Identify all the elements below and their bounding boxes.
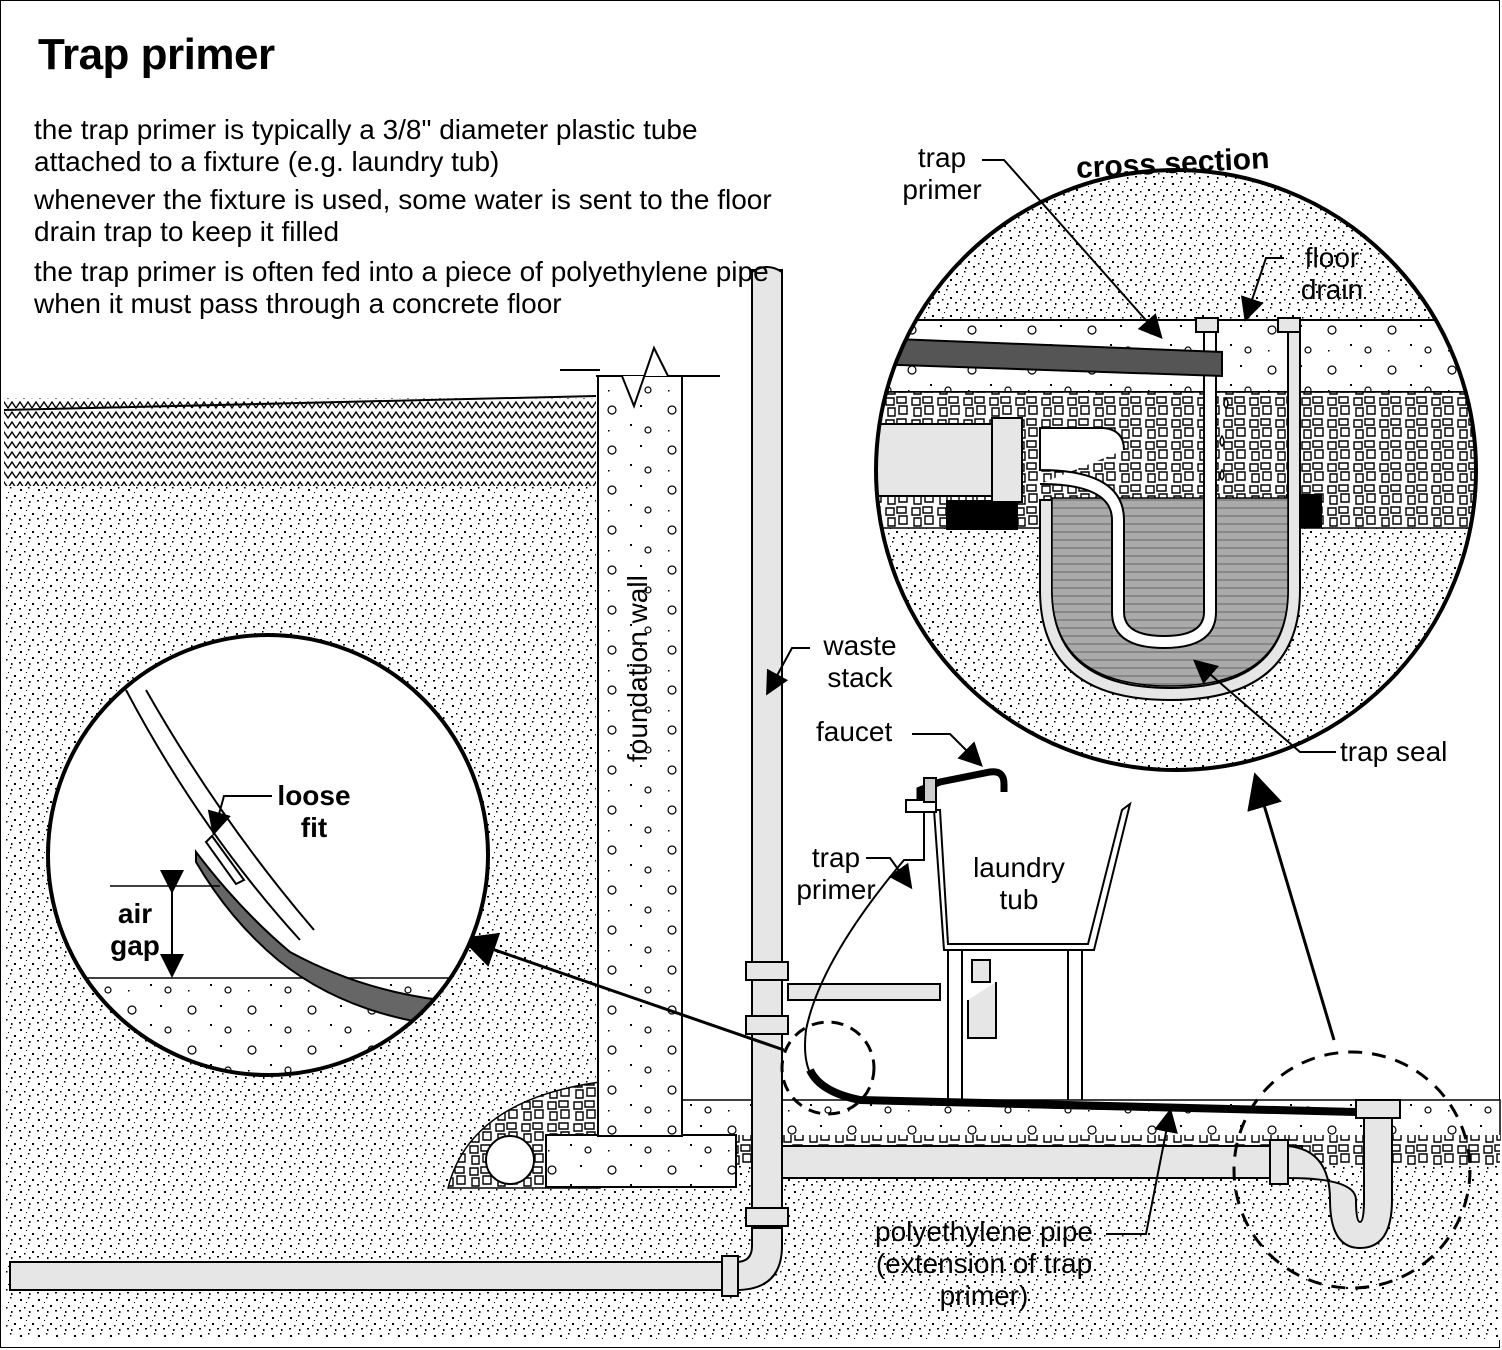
label-polyethylene-pipe: polyethylene pipe (extension of trap pri… xyxy=(875,1216,1093,1311)
label-air-gap: air gap xyxy=(110,898,160,961)
note-2: whenever the fixture is used, some water… xyxy=(34,184,772,247)
label-loose-fit: loose fit xyxy=(277,780,351,843)
weeping-tile xyxy=(485,1135,535,1185)
label-trap-primer-top: trap primer xyxy=(902,142,982,205)
label-faucet: faucet xyxy=(816,716,893,747)
label-waste-stack: waste stack xyxy=(823,630,897,693)
label-floor-drain: floor drain xyxy=(1300,242,1364,305)
trap-primer-tube xyxy=(876,336,1223,378)
floor-drain-branch xyxy=(781,1145,1303,1179)
faucet-spout xyxy=(916,768,1008,800)
polyethylene-pipe xyxy=(806,1068,1357,1116)
label-laundry-tub: laundry tub xyxy=(973,852,1065,915)
note-1: the trap primer is typically a 3/8" diam… xyxy=(34,114,698,177)
laundry-tub-basin xyxy=(932,801,1132,951)
trap-seal-water xyxy=(1051,497,1289,687)
detail-circle xyxy=(48,635,488,1075)
topsoil xyxy=(4,398,596,486)
label-trap-primer-mid: trap primer xyxy=(796,842,876,905)
label-foundation-wall: foundation wall xyxy=(622,575,653,762)
waste-stack-pipe xyxy=(751,269,783,1231)
note-3: the trap primer is often fed into a piec… xyxy=(34,256,769,319)
page-title: Trap primer xyxy=(38,30,275,79)
label-trap-seal: trap seal xyxy=(1340,736,1448,767)
